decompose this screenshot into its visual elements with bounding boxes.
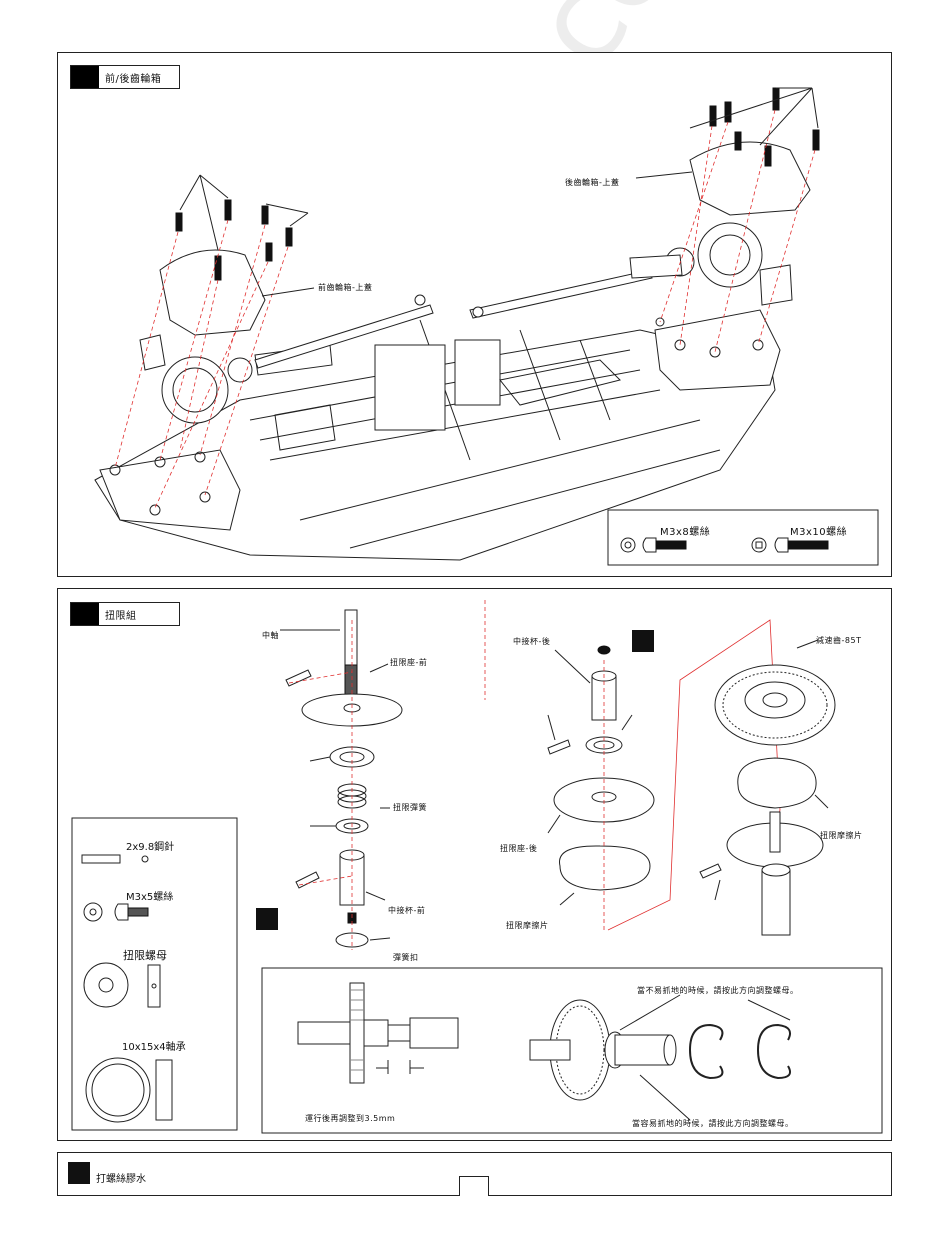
glue-icon-footer (68, 1162, 90, 1184)
center-shaft-label: 中軸 (262, 630, 279, 641)
glue-icon-middle (632, 630, 654, 652)
page-number-tab (459, 1176, 489, 1196)
center-cup-rear-label: 中接杯-後 (513, 636, 550, 647)
slipper-pad-left-label: 扭限摩擦片 (506, 920, 549, 931)
gap-note-label: 運行後再調整到3.5mm (305, 1113, 395, 1124)
slipper-seat-front-label: 扭限座-前 (390, 657, 427, 668)
glue-icon-left (256, 908, 278, 930)
slipper-pad-right-label: 扭限摩擦片 (820, 830, 863, 841)
pin-legend-label: 2x9.8鋼針 (126, 838, 174, 853)
slipper-spring-label: 扭限彈簧 (393, 802, 427, 813)
bearing-legend-label: 10x15x4軸承 (122, 1038, 186, 1053)
screw-legend-label: M3x5螺絲 (126, 888, 173, 903)
nut-legend-label: 扭限螺母 (123, 947, 167, 963)
spur-gear-label: 減速齒-85T (816, 635, 861, 646)
slipper-seat-rear-label: 扭限座-後 (500, 843, 537, 854)
easy-grip-label: 當容易抓地的時候，請按此方向調整螺母。 (632, 1118, 794, 1129)
spring-clip-label: 彈簧扣 (393, 952, 419, 963)
left-exploded-stack (280, 610, 402, 950)
glue-note-label: 打螺絲膠水 (96, 1170, 146, 1185)
not-easy-grip-label: 當不易抓地的時候，請按此方向調整螺母。 (637, 985, 799, 996)
center-cup-front-label: 中接杯-前 (388, 905, 425, 916)
spur-gear-stack (700, 640, 835, 935)
